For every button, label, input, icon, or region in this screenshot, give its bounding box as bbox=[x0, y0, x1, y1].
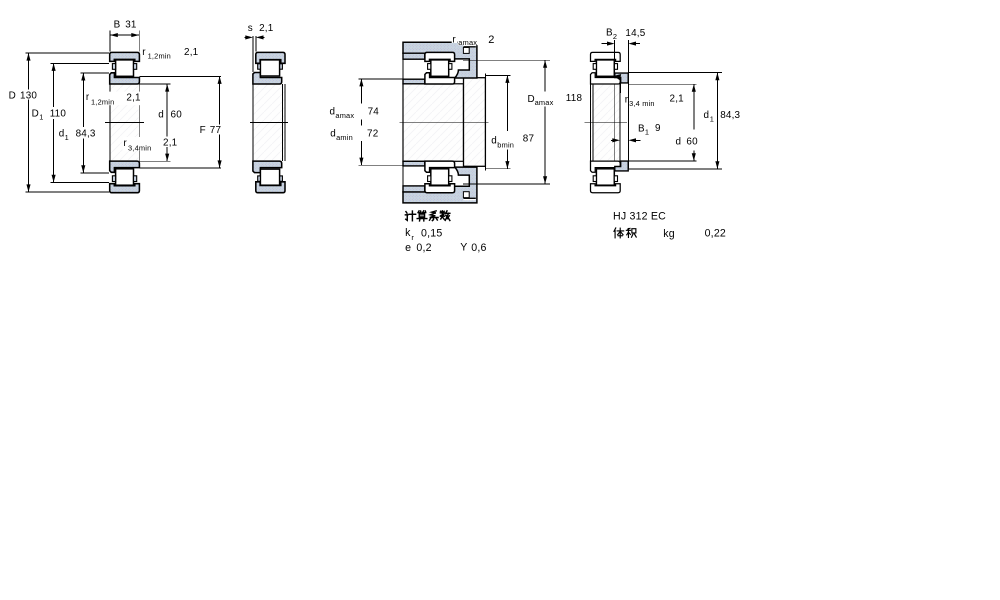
svg-text:k: k bbox=[405, 227, 411, 239]
svg-text:d: d bbox=[59, 129, 65, 140]
svg-text:84,3: 84,3 bbox=[720, 110, 740, 121]
svg-text:d: d bbox=[704, 110, 710, 121]
svg-text:F: F bbox=[200, 125, 206, 136]
svg-text:60: 60 bbox=[171, 110, 183, 121]
svg-text:HJ 312 EC: HJ 312 EC bbox=[613, 211, 666, 223]
svg-text:0,2: 0,2 bbox=[416, 242, 431, 254]
svg-text:0,22: 0,22 bbox=[705, 228, 726, 240]
svg-text:1: 1 bbox=[65, 133, 69, 142]
svg-text:74: 74 bbox=[368, 106, 380, 117]
svg-text:D: D bbox=[528, 94, 535, 105]
svg-text:72: 72 bbox=[367, 129, 378, 140]
svg-text:D: D bbox=[9, 90, 16, 101]
svg-text:60: 60 bbox=[686, 137, 698, 148]
svg-text:9: 9 bbox=[655, 123, 661, 134]
svg-text:2,1: 2,1 bbox=[259, 23, 274, 34]
svg-text:2,1: 2,1 bbox=[126, 92, 141, 103]
svg-text:Y: Y bbox=[460, 241, 467, 253]
svg-text:r: r bbox=[625, 94, 629, 105]
svg-text:B: B bbox=[638, 123, 645, 134]
svg-text:0,15: 0,15 bbox=[421, 227, 442, 239]
svg-text:2,1: 2,1 bbox=[163, 138, 178, 149]
svg-text:d: d bbox=[491, 136, 497, 147]
svg-text:amax: amax bbox=[458, 38, 477, 47]
svg-text:1,2min: 1,2min bbox=[91, 98, 114, 107]
svg-text:s: s bbox=[248, 23, 253, 34]
svg-text:2: 2 bbox=[613, 32, 617, 41]
svg-text:1: 1 bbox=[39, 113, 43, 122]
svg-text:2,1: 2,1 bbox=[184, 47, 199, 58]
svg-text:2,1: 2,1 bbox=[670, 93, 685, 104]
svg-text:amin: amin bbox=[336, 133, 353, 142]
svg-text:77: 77 bbox=[210, 125, 221, 136]
svg-text:14,5: 14,5 bbox=[625, 28, 645, 39]
svg-text:D: D bbox=[32, 108, 39, 119]
svg-text:87: 87 bbox=[523, 134, 534, 145]
svg-text:3,4min: 3,4min bbox=[128, 143, 151, 152]
svg-text:84,3: 84,3 bbox=[76, 129, 96, 140]
svg-text:0,6: 0,6 bbox=[471, 242, 486, 254]
svg-text:r: r bbox=[411, 233, 414, 242]
svg-text:kg: kg bbox=[663, 228, 675, 240]
svg-text:amax: amax bbox=[335, 111, 354, 120]
svg-text:bmin: bmin bbox=[497, 140, 514, 149]
svg-text:r: r bbox=[142, 47, 146, 58]
svg-text:amax: amax bbox=[535, 98, 554, 107]
svg-text:r: r bbox=[452, 35, 456, 46]
svg-text:118: 118 bbox=[566, 93, 583, 104]
svg-text:d: d bbox=[330, 106, 336, 117]
svg-text:r: r bbox=[86, 92, 90, 103]
svg-text:110: 110 bbox=[50, 108, 67, 119]
svg-text:1: 1 bbox=[710, 114, 714, 123]
svg-text:B: B bbox=[606, 28, 613, 39]
svg-text:1: 1 bbox=[645, 128, 649, 137]
svg-text:d: d bbox=[676, 137, 682, 148]
svg-text:d: d bbox=[330, 129, 336, 140]
svg-text:3,4 min: 3,4 min bbox=[629, 99, 655, 108]
svg-text:d: d bbox=[158, 110, 164, 121]
svg-text:31: 31 bbox=[125, 19, 137, 30]
svg-text:e: e bbox=[405, 242, 411, 254]
svg-text:1,2min: 1,2min bbox=[148, 52, 171, 61]
svg-text:B: B bbox=[114, 19, 121, 30]
svg-text:2: 2 bbox=[488, 34, 494, 46]
svg-text:r: r bbox=[123, 138, 127, 149]
svg-text:130: 130 bbox=[20, 90, 37, 101]
